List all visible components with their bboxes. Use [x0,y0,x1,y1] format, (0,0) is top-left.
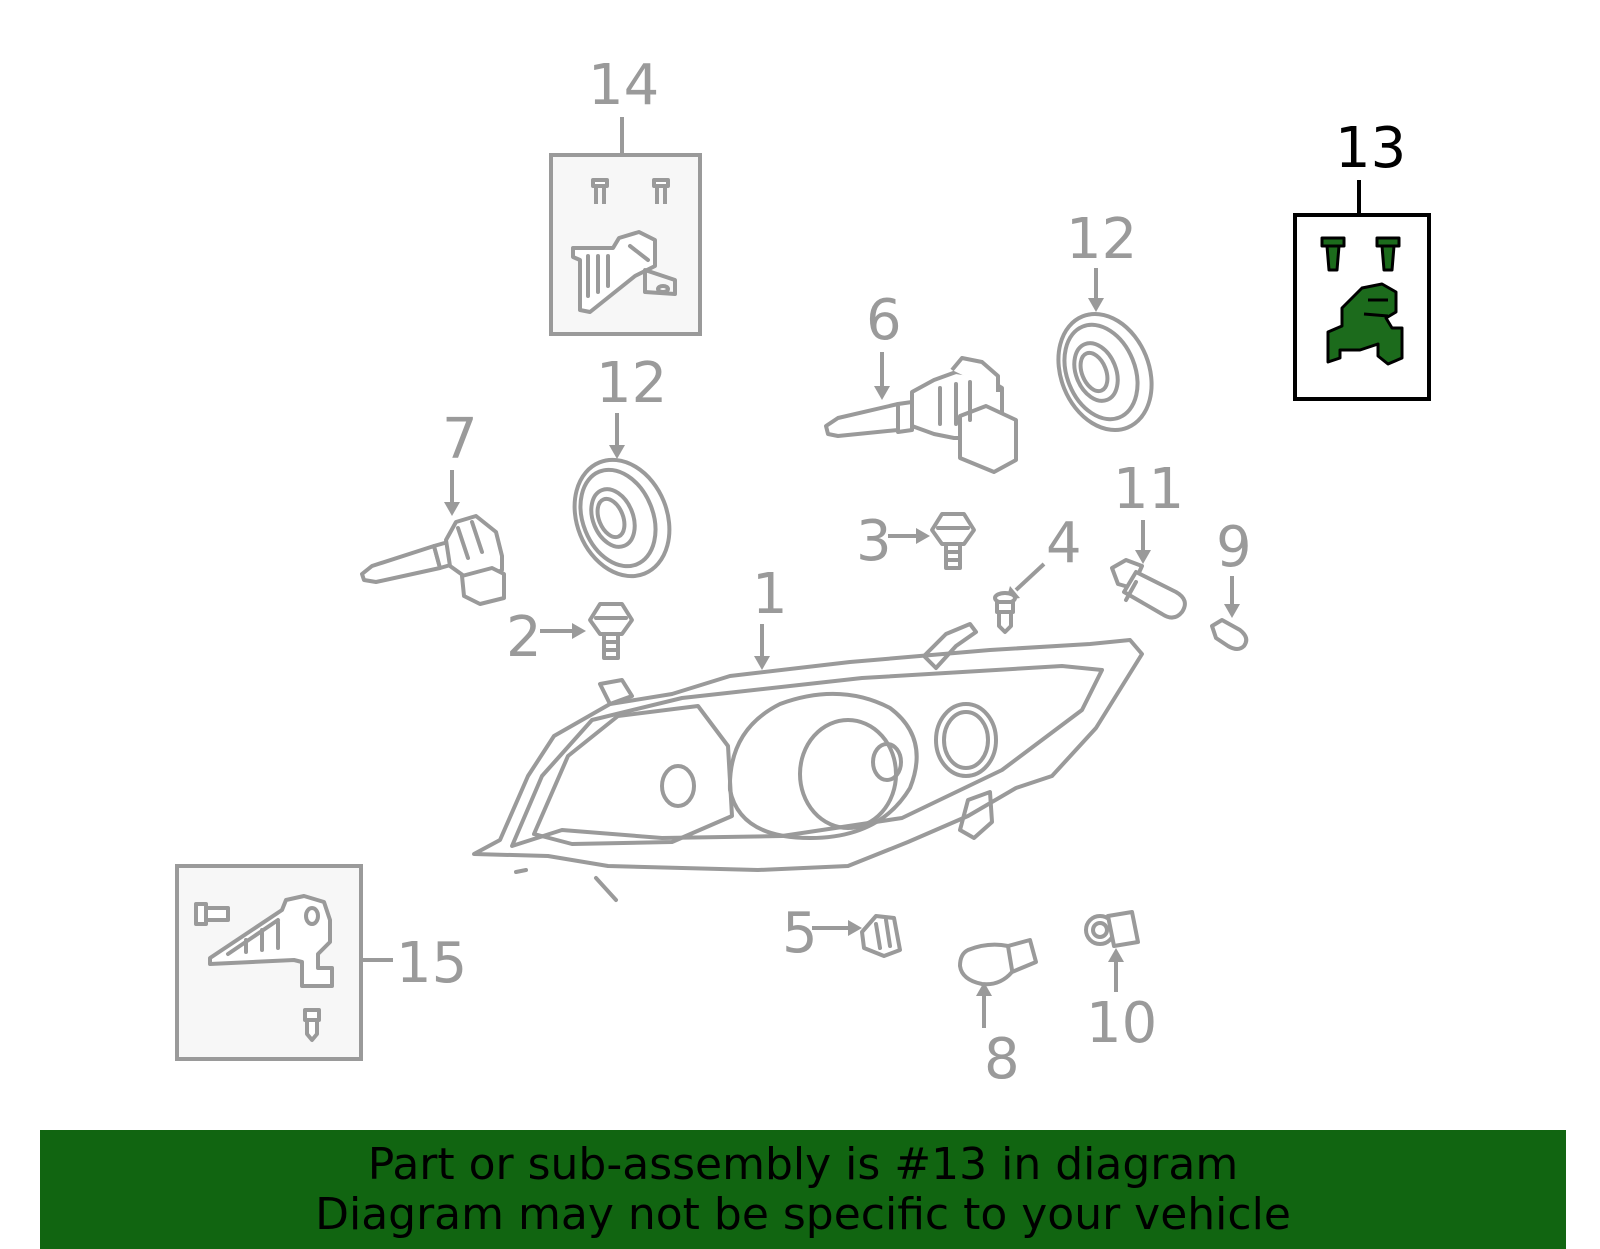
headlamp-bulb-7 [360,514,506,606]
callout-10-label: 10 [1086,991,1157,1056]
callout-5-label: 5 [782,901,818,966]
callout-12b-group[interactable]: 12 [1042,207,1169,444]
bracket-kit-15-drawing [194,894,334,1042]
callout-11-group[interactable]: 11 [1110,457,1187,620]
banner-line-2: Diagram may not be specific to your vehi… [315,1189,1291,1240]
callout-9-group[interactable]: 9 [1210,515,1252,651]
bulb-8 [958,938,1038,987]
callout-6-group[interactable]: 6 [824,288,1018,474]
callout-14-group[interactable]: 14 [549,53,702,336]
callout-11-label: 11 [1113,457,1184,522]
banner-line-1: Part or sub-assembly is #13 in diagram [367,1139,1239,1190]
callout-12a-group[interactable]: 12 [558,351,686,590]
callout-8-group[interactable]: 8 [958,938,1038,1092]
callout-12b-label: 12 [1066,207,1137,272]
callout-1-label: 1 [752,562,788,627]
clip-5 [860,914,902,958]
callout-9-label: 9 [1216,515,1252,580]
bulb-11 [1110,558,1187,620]
callout-6-label: 6 [866,288,902,353]
bracket-kit-13-drawing [1320,236,1404,366]
headlamp-bulb-6 [824,356,1018,474]
bracket-kit-14-drawing [571,178,677,314]
callout-2-label: 2 [506,605,542,670]
callout-4-leader [1014,562,1046,592]
headlamp-assembly-1 [472,622,1144,902]
callout-4-label: 4 [1046,511,1082,576]
callout-10-group[interactable]: 10 [1084,910,1157,1056]
callout-8-label: 8 [984,1027,1020,1092]
callout-7-label: 7 [442,407,478,472]
info-banner: Part or sub-assembly is #13 in diagram D… [40,1130,1566,1249]
callout-5-group[interactable]: 5 [782,901,902,966]
socket-10 [1084,910,1140,948]
callout-3-group[interactable]: 3 [856,509,976,574]
callout-2-group[interactable]: 2 [506,602,634,670]
callout-13-group[interactable]: 13 [1293,116,1431,401]
callout-4-group[interactable]: 4 [993,511,1082,634]
callout-12a-label: 12 [596,351,667,416]
bolt-3 [930,512,976,570]
callout-15-group[interactable]: 15 [175,864,467,1061]
bracket-kit-15-box [175,864,363,1061]
callout-14-label: 14 [588,53,659,118]
callout-15-label: 15 [396,931,467,996]
bolt-2 [588,602,634,660]
callout-13-label: 13 [1335,116,1406,181]
socket-seal-12b [1056,311,1154,433]
screw-4 [993,591,1017,634]
callout-3-label: 3 [856,509,892,574]
callout-1-group[interactable]: 1 [472,562,1144,902]
wedge-bulb-9 [1210,618,1249,651]
callout-7-group[interactable]: 7 [360,407,506,606]
socket-seal-12a [572,457,672,579]
